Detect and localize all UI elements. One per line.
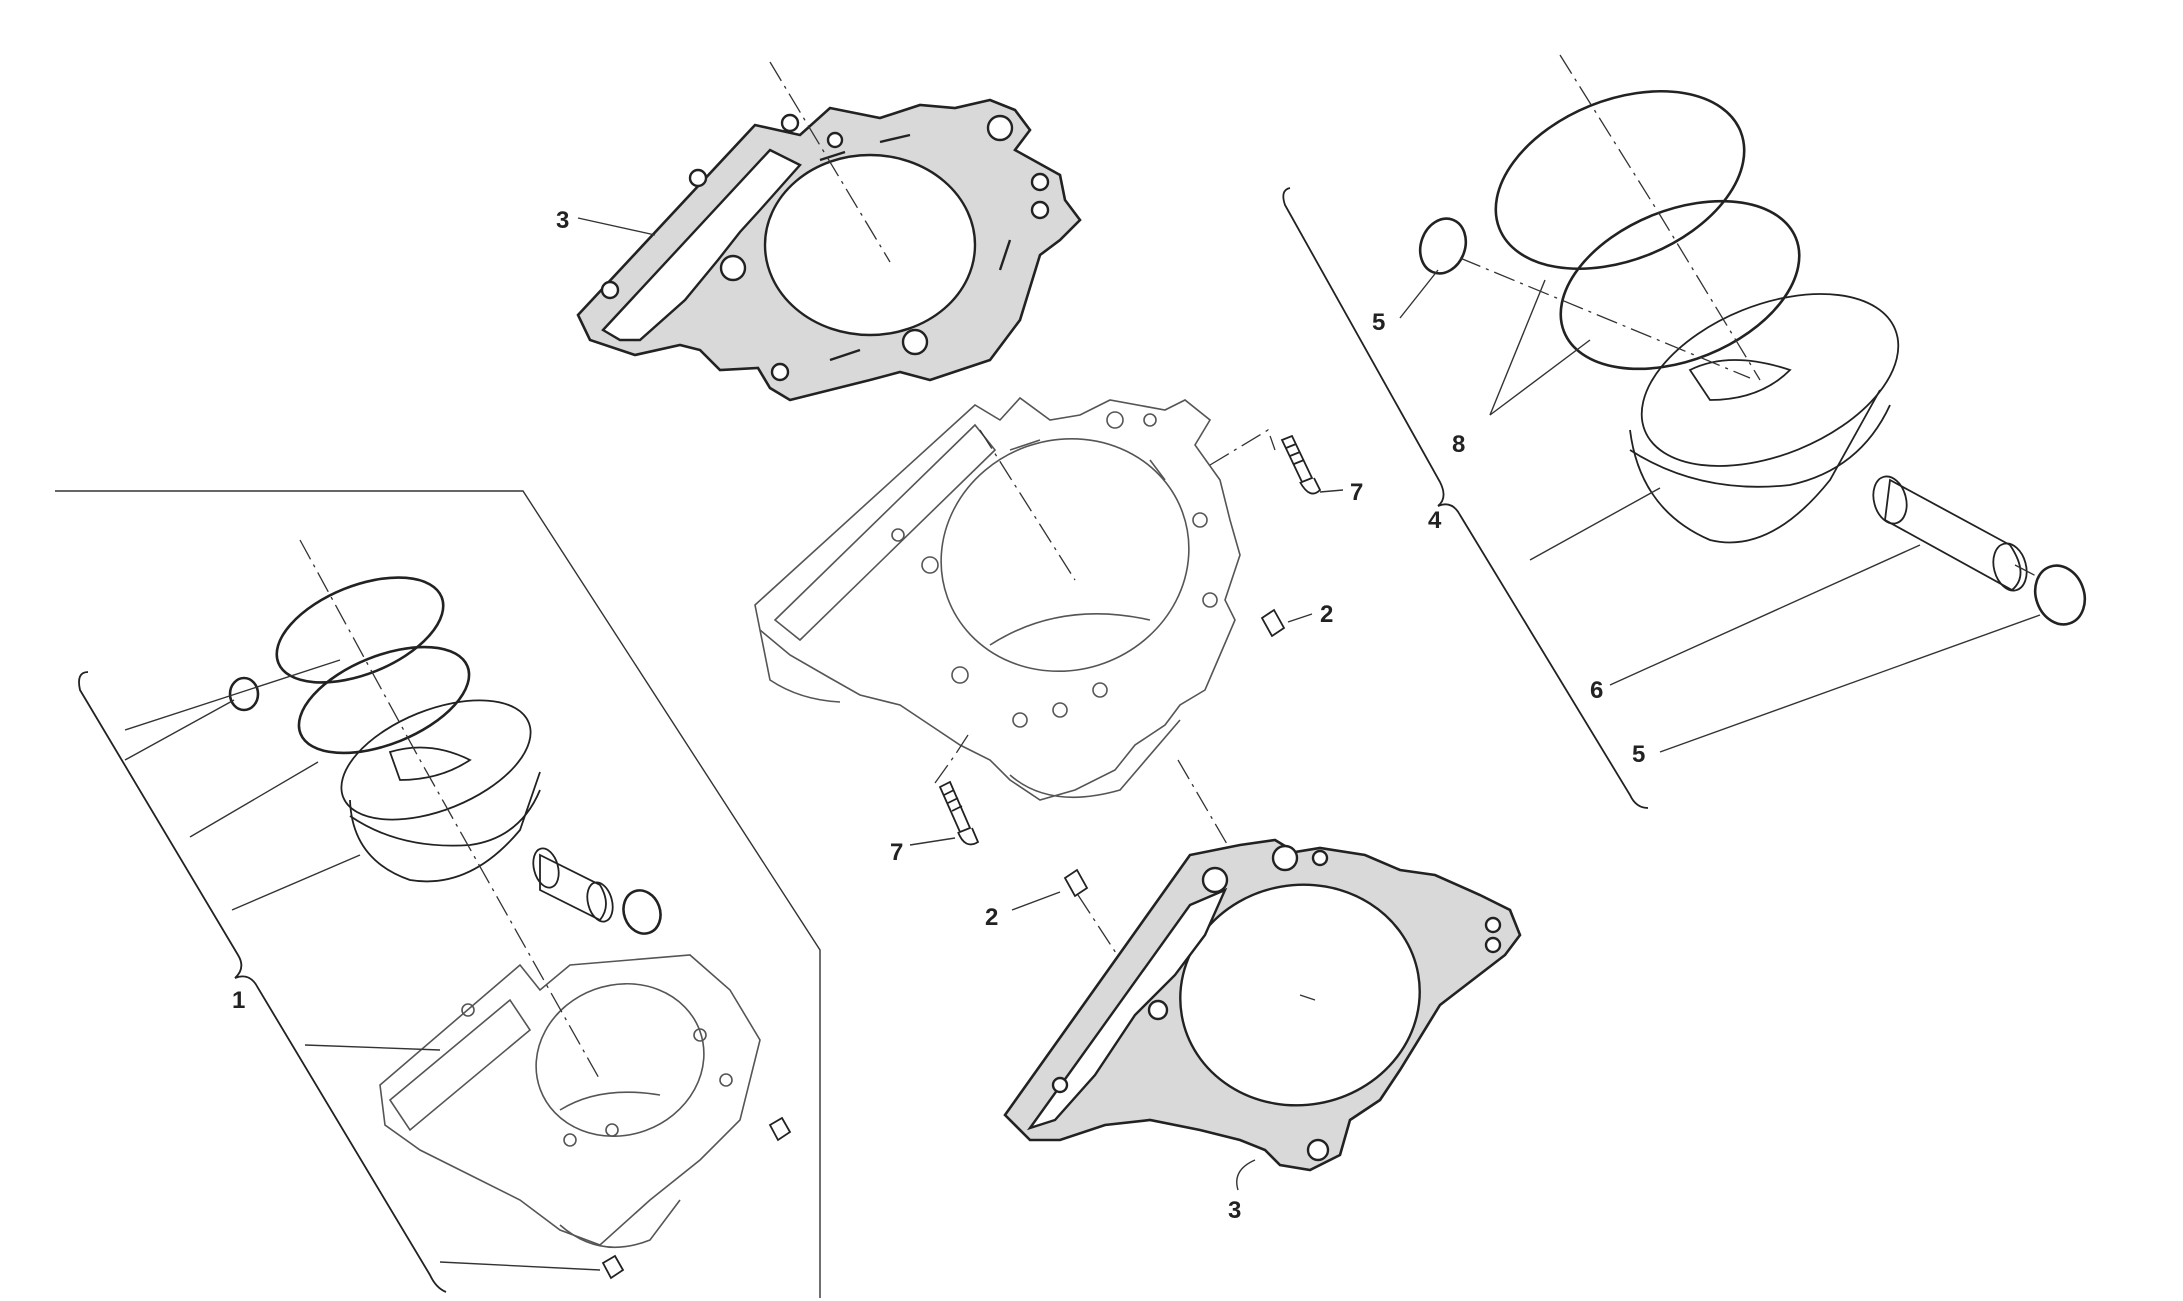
piston-pin-group-1 bbox=[532, 847, 614, 923]
piston-ring-middle bbox=[297, 645, 471, 755]
callout-label: 7 bbox=[890, 839, 903, 866]
circlip-top bbox=[1418, 217, 1468, 275]
callout-label: 2 bbox=[1320, 601, 1333, 628]
callout-label: 5 bbox=[1632, 741, 1645, 768]
cylinder-kit-group-1: 1 bbox=[55, 490, 821, 1298]
callout-label: 5 bbox=[1372, 309, 1385, 336]
axis-line-group-4 bbox=[1559, 54, 1761, 381]
piston-set-group-4: 5 8 4 6 5 bbox=[1282, 54, 2087, 809]
stud-bolt-upper bbox=[1280, 434, 1322, 495]
callout-label: 6 bbox=[1590, 677, 1603, 704]
kit-frame bbox=[55, 490, 821, 1298]
cylinder-head-gasket-top bbox=[576, 98, 1082, 402]
callout-label: 1 bbox=[232, 987, 245, 1014]
stud-bolt-lower bbox=[938, 780, 980, 846]
axis-line-group-1 bbox=[299, 539, 601, 1081]
callout-label: 2 bbox=[985, 904, 998, 931]
axis-line-top-gasket bbox=[769, 61, 891, 263]
piston-pin-group-4 bbox=[1872, 475, 2028, 592]
cylinder-barrel-group-1 bbox=[379, 954, 761, 1249]
cylinder-base-gasket bbox=[1003, 838, 1522, 1172]
axis-line-cylinder bbox=[979, 429, 1076, 581]
piston-group-1 bbox=[340, 699, 541, 883]
circlip-right bbox=[2033, 564, 2087, 626]
cylinder-barrel-centre bbox=[754, 396, 1241, 801]
piston-ring-large-top bbox=[1494, 89, 1746, 271]
circlip-left bbox=[228, 676, 260, 712]
circlip-right-group-1 bbox=[622, 889, 662, 935]
dowel-pin-1 bbox=[768, 1116, 792, 1142]
piston-ring-top bbox=[275, 576, 445, 684]
callout-label: 4 bbox=[1428, 507, 1442, 534]
piston-group-4 bbox=[1629, 293, 1900, 544]
group-1-brace bbox=[78, 671, 447, 1293]
callout-label: 8 bbox=[1452, 431, 1465, 458]
group-4-brace bbox=[1282, 187, 1649, 809]
callout-label: 3 bbox=[556, 207, 569, 234]
callout-label: 3 bbox=[1228, 1197, 1241, 1224]
callout-label: 7 bbox=[1350, 479, 1363, 506]
piston-ring-large-middle bbox=[1559, 199, 1801, 371]
dowel-pin-2 bbox=[601, 1254, 625, 1280]
dowel-pin-lower bbox=[1063, 868, 1089, 898]
dowel-pin-upper bbox=[1260, 608, 1286, 638]
